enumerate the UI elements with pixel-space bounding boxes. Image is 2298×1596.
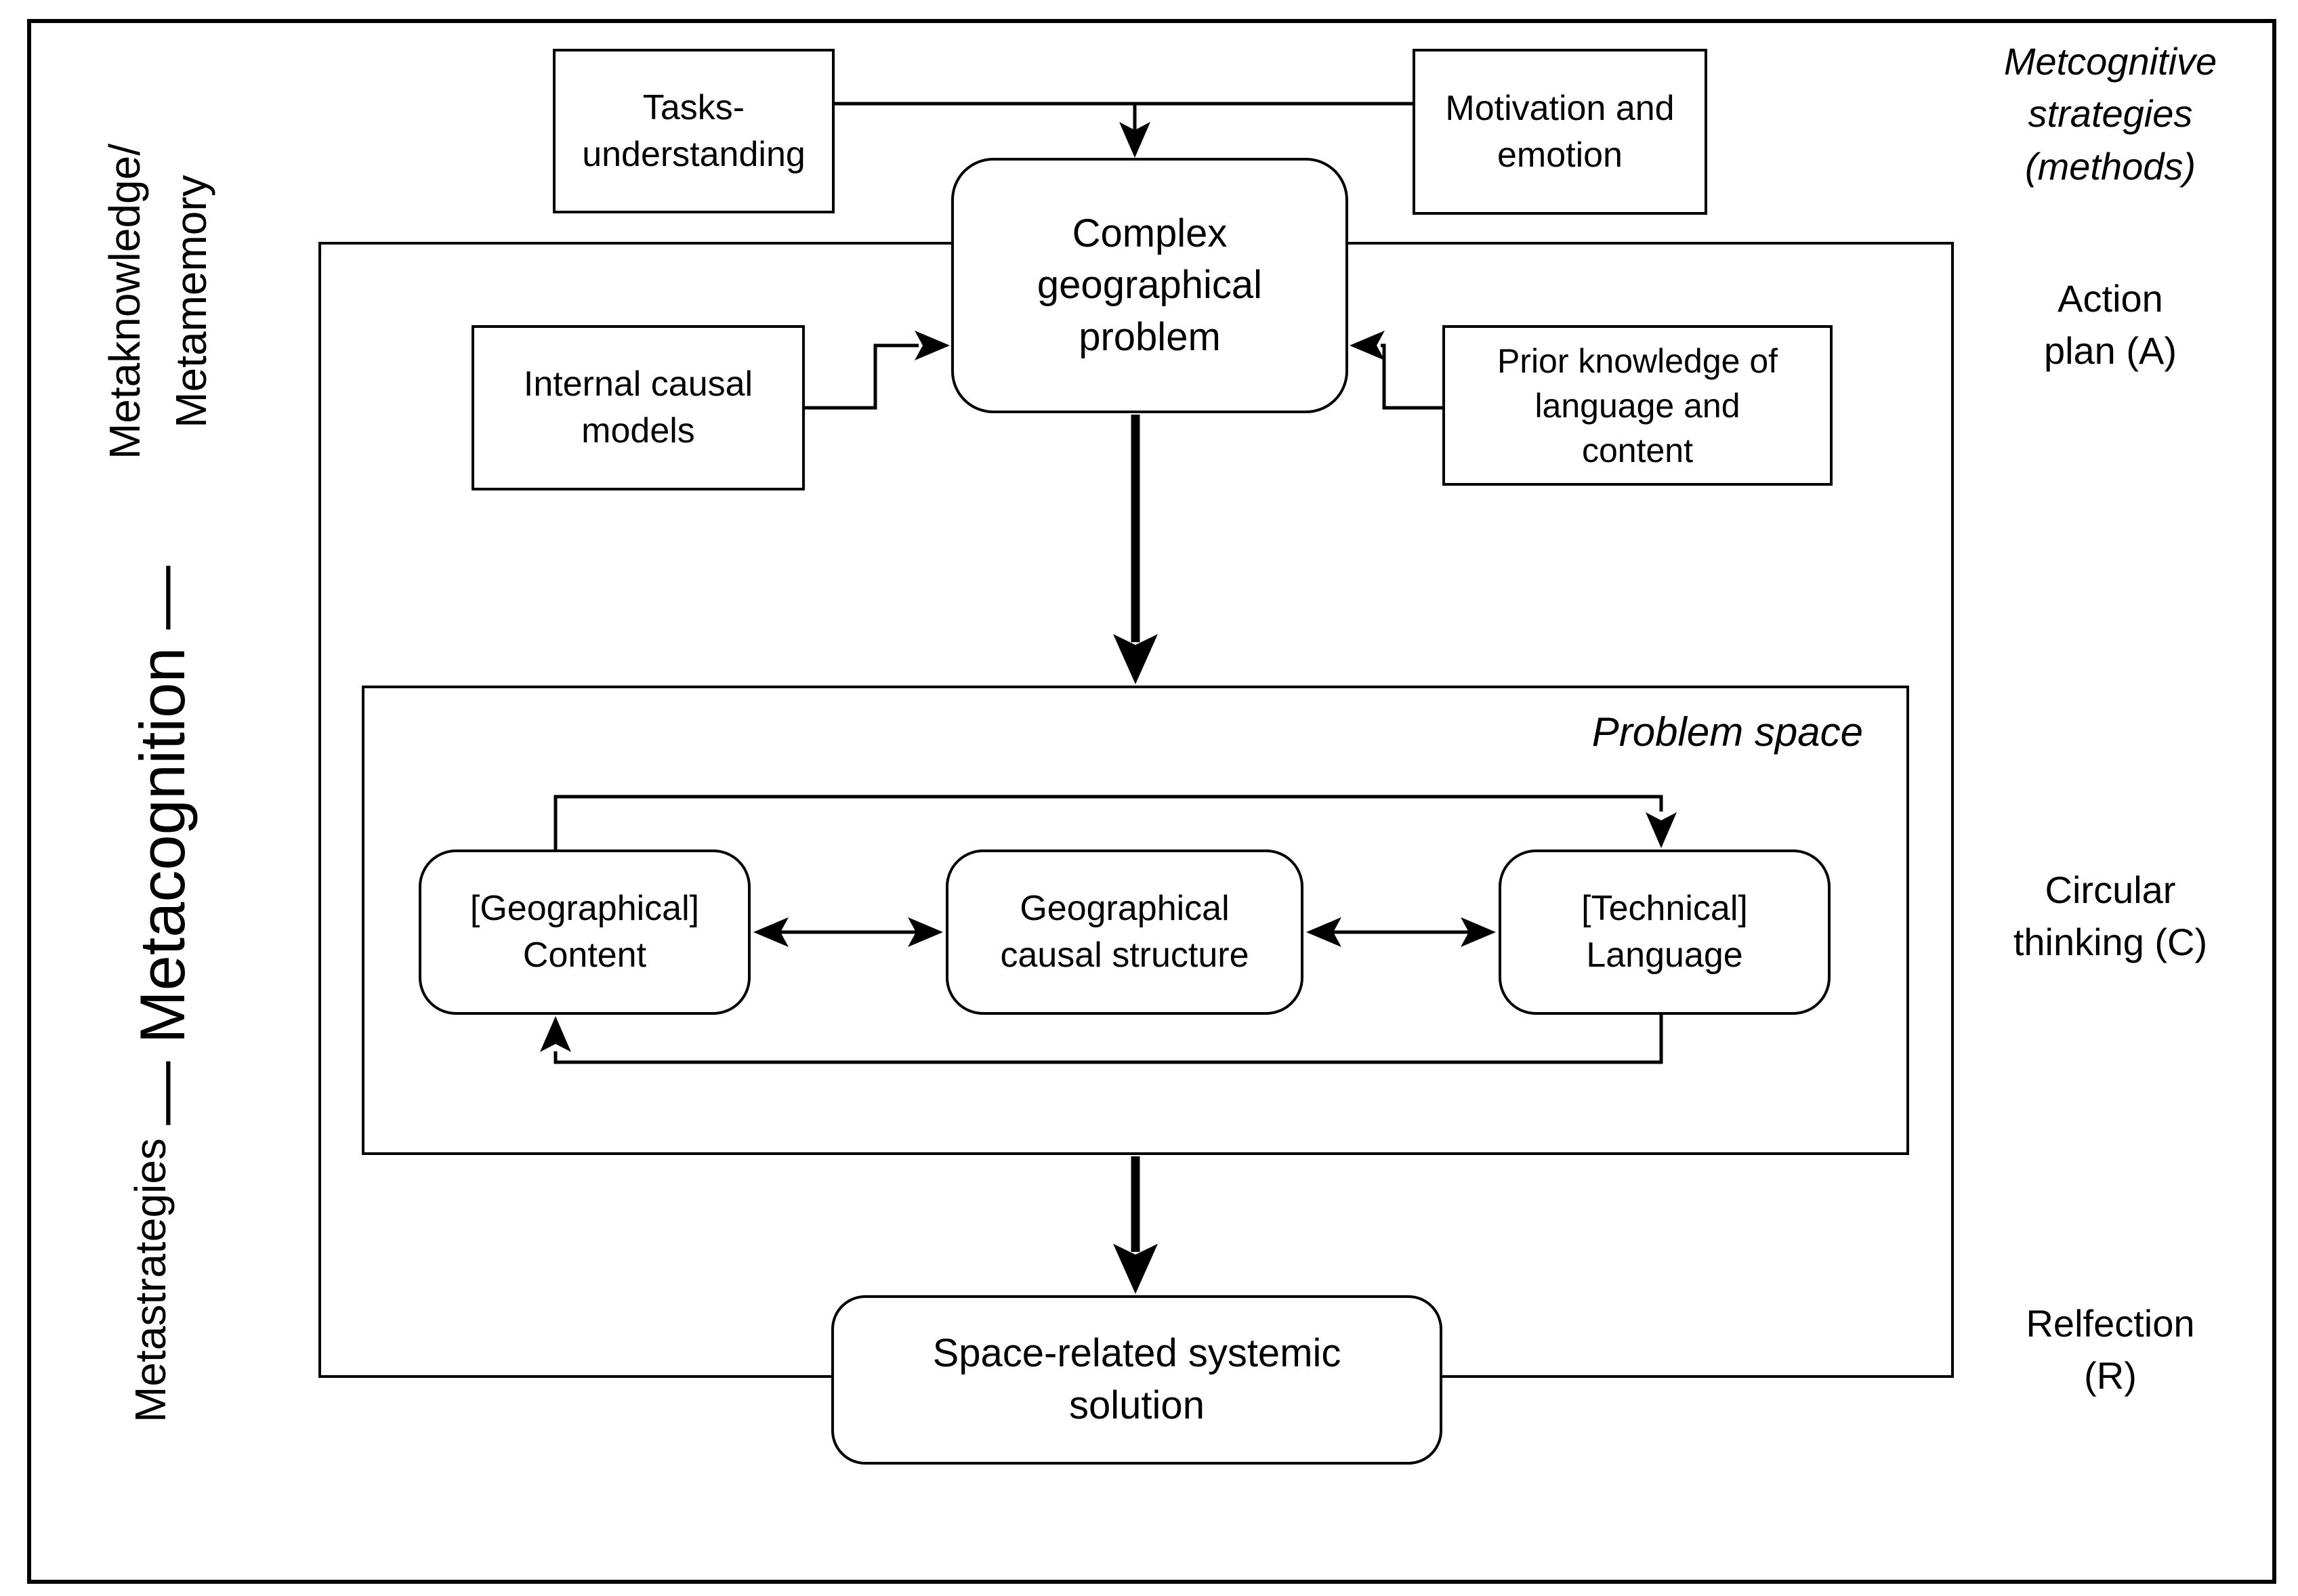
metamemory-label-line2: Metamemory: [167, 175, 215, 428]
top-drop-arrowhead: [1119, 122, 1150, 158]
internal-to-complex-arrowhead: [915, 331, 950, 360]
circular-thinking-label: Circular thinking (C): [2013, 868, 2208, 964]
geographical-causal-structure-box: Geographical causal structure: [946, 849, 1303, 1015]
motivation-emotion-box: Motivation and emotion: [1413, 49, 1707, 215]
causal-language-double-arrow-right-head: [1461, 917, 1496, 947]
metacognitive-strategies-label: Metcognitive strategies (methods): [2003, 40, 2217, 188]
metaknowledge-label-line1: Metaknowledge/: [100, 143, 149, 460]
content-causal-double-arrow-right-head: [908, 917, 943, 947]
tasks-understanding-box: Tasks- understanding: [553, 49, 835, 213]
prior-to-complex-shaft: [1381, 343, 1442, 410]
metacognition-label: — Metacognition —: [127, 566, 198, 1125]
complex-geographical-problem-box: Complex geographical problem: [951, 158, 1348, 413]
reflection-label: Relfection (R): [2026, 1302, 2195, 1398]
outer-border: [27, 19, 2276, 1584]
language-to-content-loop-arrowhead: [540, 1016, 571, 1052]
complex-to-problemspace-arrowhead: [1113, 634, 1158, 684]
metastrategies-label: Metastrategies: [126, 1138, 175, 1423]
problemspace-to-solution-arrowhead: [1113, 1244, 1158, 1294]
causal-language-double-arrow-left-head: [1306, 917, 1341, 947]
prior-to-complex-arrowhead: [1350, 331, 1385, 360]
technical-language-box: [Technical] Language: [1499, 849, 1831, 1015]
internal-causal-models-box: Internal causal models: [472, 325, 805, 490]
content-to-language-loop-shaft: [553, 795, 1663, 849]
action-plan-label: Action plan (A): [2043, 277, 2177, 373]
problem-space-rect: Problem space: [362, 686, 1909, 1155]
content-to-language-loop-arrowhead: [1646, 812, 1677, 848]
internal-to-complex-shaft: [805, 343, 919, 410]
geographical-content-box: [Geographical] Content: [419, 849, 751, 1015]
problem-space-label: Problem space: [1591, 709, 1863, 755]
content-causal-double-arrow-left-head: [753, 917, 789, 947]
language-to-content-loop-shaft: [553, 1015, 1663, 1064]
space-related-solution-box: Space-related systemic solution: [831, 1295, 1442, 1465]
prior-knowledge-box: Prior knowledge of language and content: [1442, 325, 1833, 486]
